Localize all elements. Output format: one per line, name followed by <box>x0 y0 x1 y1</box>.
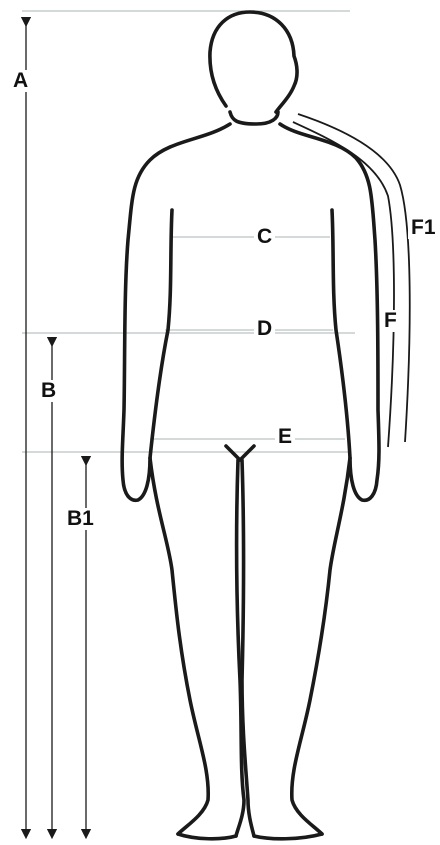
label-f: F <box>381 310 400 332</box>
label-a: A <box>10 70 31 92</box>
left-body-outline <box>122 124 230 834</box>
right-foot <box>254 834 322 839</box>
crotch-outline <box>226 446 254 460</box>
neck-outline <box>230 112 278 124</box>
arm-length-curves <box>293 114 410 447</box>
right-inner-arm <box>332 210 350 458</box>
dimension-arrows <box>26 22 86 834</box>
label-c: C <box>254 226 275 248</box>
arm-length-curve-f1 <box>298 114 410 442</box>
label-e: E <box>275 426 295 448</box>
label-b: B <box>38 380 59 402</box>
label-b1: B1 <box>64 508 97 530</box>
label-f1: F1 <box>408 217 439 239</box>
right-body-outline <box>280 124 379 834</box>
left-inner-arm <box>150 210 172 458</box>
label-d: D <box>254 318 275 340</box>
head-outline <box>210 12 297 112</box>
human-silhouette <box>122 12 379 839</box>
left-foot <box>178 834 236 839</box>
reference-lines <box>22 11 355 452</box>
